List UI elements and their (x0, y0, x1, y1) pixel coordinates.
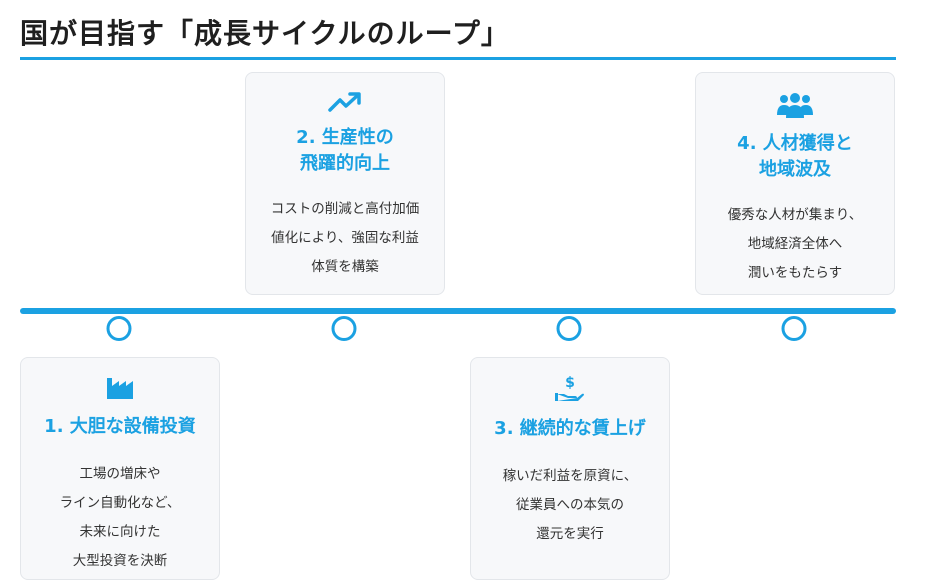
step-card-4: 4. 人材獲得と 地域波及 優秀な人材が集まり、 地域経済全体へ 潤いをもたらす (695, 72, 895, 295)
step-title-line: 飛躍的向上 (300, 153, 390, 174)
step-description-line: 従業員への本気の (516, 497, 624, 513)
step-title: 3. 継続的な賃上げ (494, 418, 646, 439)
step-card-1: 1. 大胆な設備投資 工場の増床や ライン自動化など、 未来に向けた 大型投資を… (20, 357, 220, 580)
step-title: 2. 生産性の 飛躍的向上 (246, 125, 444, 177)
title-underline (20, 57, 896, 60)
step-description-line: 体質を構築 (311, 259, 379, 275)
timeline-node-3 (556, 316, 582, 341)
step-description: コストの削減と高付加価 値化により、強固な利益 体質を構築 (246, 195, 444, 282)
step-title: 4. 人材獲得と 地域波及 (696, 131, 894, 183)
step-title-line: 2. 生産性の (296, 127, 394, 148)
dollar-hand-icon: $ (471, 374, 669, 406)
step-title-line: 4. 人材獲得と (737, 133, 853, 154)
step-description-line: ライン自動化など、 (59, 495, 181, 511)
step-description-line: 潤いをもたらす (747, 265, 843, 281)
step-card-2: 2. 生産性の 飛躍的向上 コストの削減と高付加価 値化により、強固な利益 体質… (245, 72, 445, 295)
step-description-line: 還元を実行 (536, 526, 604, 542)
step-description-line: 大型投資を決断 (72, 553, 168, 569)
timeline-node-4 (781, 316, 807, 341)
step-description-line: 未来に向けた (79, 524, 161, 540)
svg-text:$: $ (565, 375, 575, 391)
step-description-line: 地域経済全体へ (747, 236, 843, 252)
timeline-node-1 (106, 316, 132, 341)
step-title-line: 地域波及 (759, 159, 831, 180)
step-description: 稼いだ利益を原資に、 従業員への本気の 還元を実行 (471, 462, 669, 549)
step-title: 1. 大胆な設備投資 (44, 416, 196, 437)
step-description-line: 優秀な人材が集まり、 (727, 207, 863, 223)
timeline-line (20, 308, 896, 314)
step-description-line: 値化により、強固な利益 (271, 230, 419, 246)
step-description: 優秀な人材が集まり、 地域経済全体へ 潤いをもたらす (696, 201, 894, 288)
trending-up-icon (246, 91, 444, 117)
step-description-line: 稼いだ利益を原資に、 (502, 468, 638, 484)
users-icon (696, 91, 894, 123)
page-title: 国が目指す「成長サイクルのループ」 (20, 17, 510, 50)
step-card-3: $ 3. 継続的な賃上げ 稼いだ利益を原資に、 従業員への本気の 還元を実行 (470, 357, 670, 580)
factory-icon (21, 374, 219, 404)
step-description: 工場の増床や ライン自動化など、 未来に向けた 大型投資を決断 (21, 460, 219, 576)
step-description-line: コストの削減と高付加価 (270, 201, 420, 217)
timeline-node-2 (331, 316, 357, 341)
step-description-line: 工場の増床や (79, 466, 161, 482)
